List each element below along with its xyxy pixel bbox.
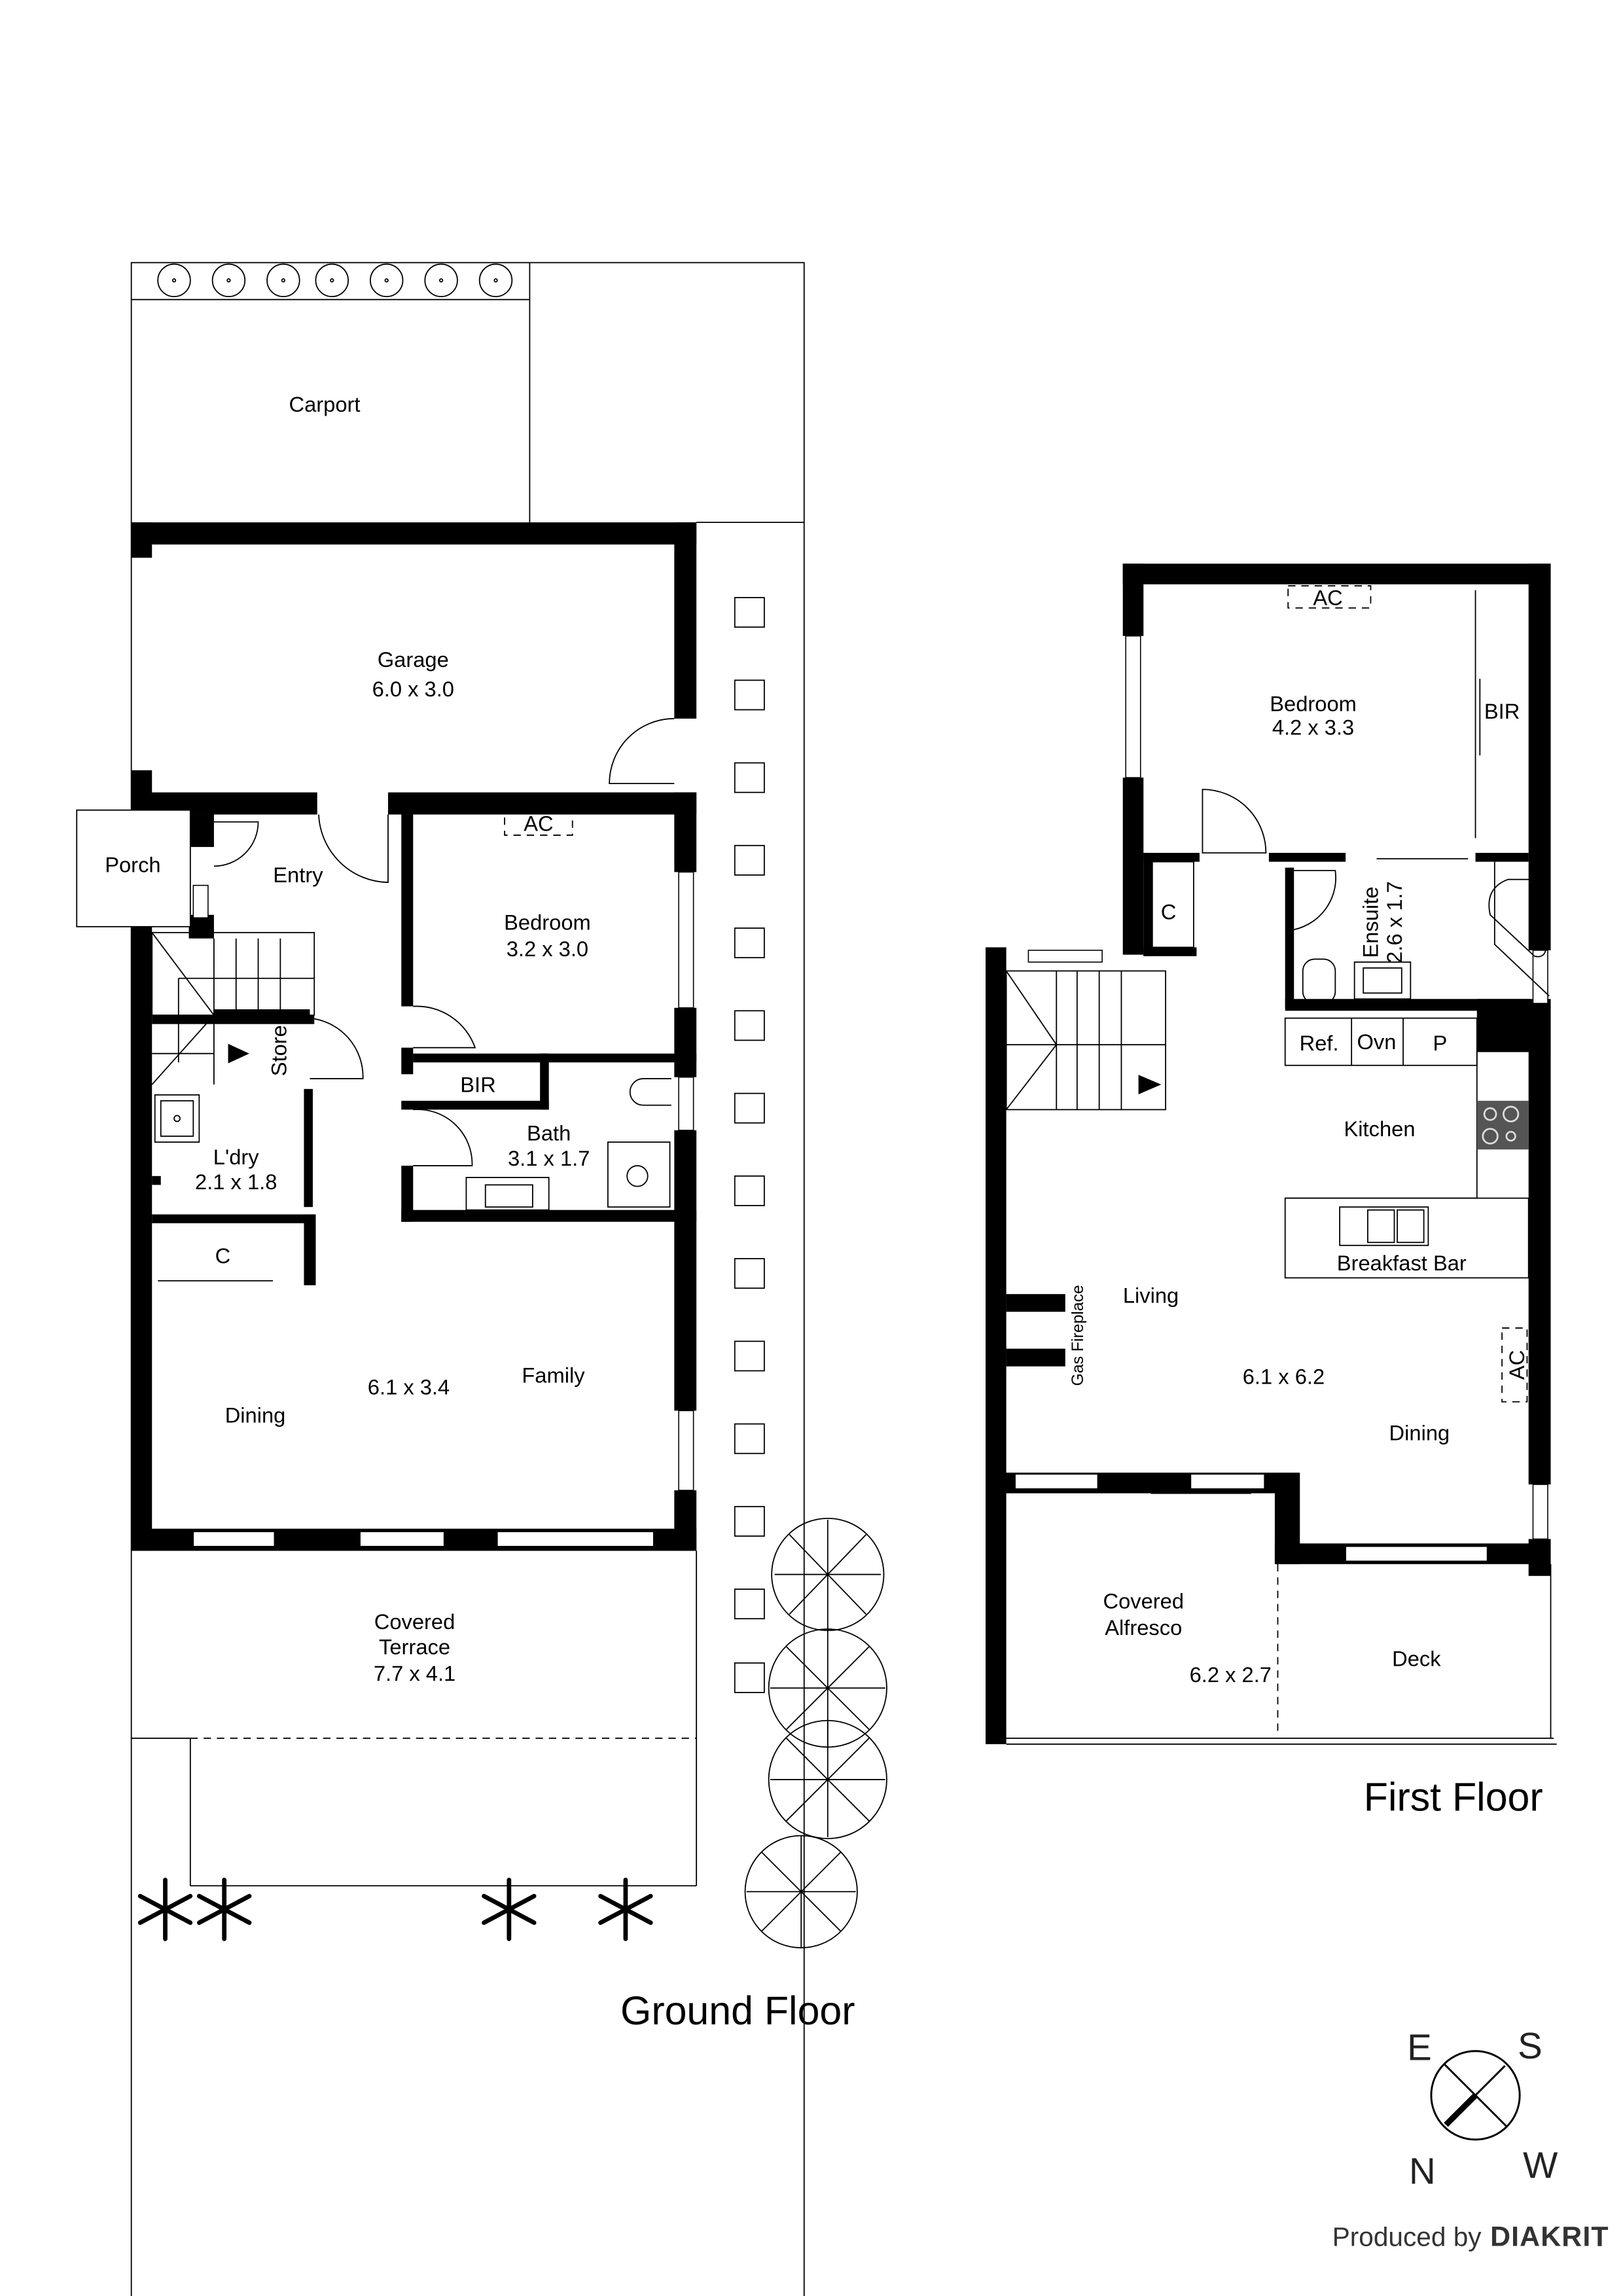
- compass-north: N: [1409, 2151, 1436, 2192]
- ac-label: AC: [1505, 1350, 1529, 1380]
- room-dims-ensuite: 2.6 x 1.7: [1382, 881, 1406, 963]
- room-label-living: Living: [1123, 1283, 1179, 1308]
- ac-label: AC: [1313, 585, 1342, 609]
- fridge-label: Ref.: [1300, 1031, 1339, 1055]
- room-dims-bedroom: 4.2 x 3.3: [1272, 715, 1354, 740]
- room-label-ensuite: Ensuite: [1359, 887, 1383, 958]
- room-label-alfresco-1: Covered: [1103, 1588, 1184, 1613]
- room-label-dining: Dining: [1389, 1420, 1450, 1444]
- shrub-row-icon: [157, 263, 513, 298]
- ground-floor-stairs-icon: [151, 931, 315, 1085]
- plant-icons: [137, 1877, 653, 1941]
- breakfast-bar-label: Breakfast Bar: [1337, 1251, 1467, 1275]
- room-label-bir: BIR: [1484, 699, 1520, 723]
- room-dims-garage: 6.0 x 3.0: [372, 677, 454, 701]
- room-label-porch: Porch: [105, 852, 160, 876]
- first-floor-doors: [1150, 789, 1469, 1494]
- room-dims-terrace: 7.7 x 4.1: [374, 1661, 455, 1685]
- room-label-alfresco-2: Alfresco: [1105, 1615, 1182, 1640]
- room-label-cupboard: C: [1161, 900, 1177, 924]
- room-label-garage: Garage: [378, 647, 449, 672]
- credit-brand: DIAKRIT: [1490, 2221, 1609, 2252]
- compass-east: E: [1407, 2026, 1432, 2068]
- ac-unit-icon: [504, 808, 573, 836]
- room-label-bir: BIR: [460, 1072, 496, 1096]
- tree-icons: [744, 1517, 887, 1948]
- fireplace-label: Gas Fireplace: [1069, 1285, 1087, 1386]
- ground-floor-title: Ground Floor: [620, 1988, 855, 2033]
- room-label-carport: Carport: [289, 392, 360, 416]
- first-floor-title: First Floor: [1364, 1774, 1543, 1819]
- room-label-laundry: L'dry: [213, 1145, 259, 1169]
- oven-label: Ovn: [1357, 1030, 1397, 1054]
- room-label-dining: Dining: [225, 1403, 286, 1427]
- room-dims-laundry: 2.1 x 1.8: [195, 1170, 277, 1194]
- room-dims-bath: 3.1 x 1.7: [508, 1146, 590, 1170]
- room-dims-living: 6.1 x 3.4: [368, 1375, 450, 1399]
- first-floor-stairs-icon: [1005, 970, 1166, 1111]
- room-label-store: Store: [266, 1025, 291, 1076]
- credit: Produced by DIAKRIT: [1332, 2221, 1609, 2252]
- compass-south: S: [1518, 2025, 1543, 2066]
- ac-label: AC: [524, 811, 553, 835]
- room-label-bedroom: Bedroom: [1270, 692, 1357, 716]
- kitchen-fixtures: [1284, 1017, 1529, 1279]
- room-label-bedroom: Bedroom: [504, 910, 591, 934]
- room-label-family: Family: [522, 1363, 585, 1387]
- compass-west: W: [1523, 2145, 1558, 2186]
- first-floor-plan: AC Bedroom 4.2 x 3.3 BIR C Ensuite 2.6 x…: [986, 564, 1557, 1819]
- room-label-entry: Entry: [273, 863, 323, 887]
- room-dims-bedroom: 3.2 x 3.0: [507, 937, 588, 961]
- ensuite-fixtures: [1302, 861, 1550, 1004]
- ground-floor-fixtures: [154, 1078, 671, 1211]
- room-label-terrace-2: Terrace: [379, 1634, 450, 1659]
- room-label-deck: Deck: [1392, 1646, 1441, 1670]
- room-label-bath: Bath: [527, 1121, 571, 1145]
- compass-icon: E S N W: [1407, 2025, 1558, 2192]
- credit-prefix: Produced by: [1332, 2221, 1482, 2251]
- room-label-terrace-1: Covered: [374, 1609, 455, 1634]
- pantry-label: P: [1433, 1031, 1448, 1055]
- ground-floor-plan: Carport Garage 6.0 x 3.0 Porch Entry AC …: [76, 262, 887, 2296]
- ground-floor-doors: [158, 718, 675, 1549]
- ac-unit-icon: [1287, 585, 1372, 609]
- room-dims-alfresco: 6.2 x 2.7: [1190, 1662, 1272, 1687]
- stepping-stones-icon: [734, 597, 765, 1693]
- room-label-kitchen: Kitchen: [1344, 1117, 1415, 1141]
- ac-unit-icon: [1501, 1327, 1528, 1403]
- first-floor-windows: [1014, 635, 1548, 1562]
- room-label-cupboard: C: [215, 1244, 231, 1268]
- room-dims-living: 6.1 x 6.2: [1243, 1365, 1325, 1389]
- ground-floor-windows: [192, 871, 694, 1547]
